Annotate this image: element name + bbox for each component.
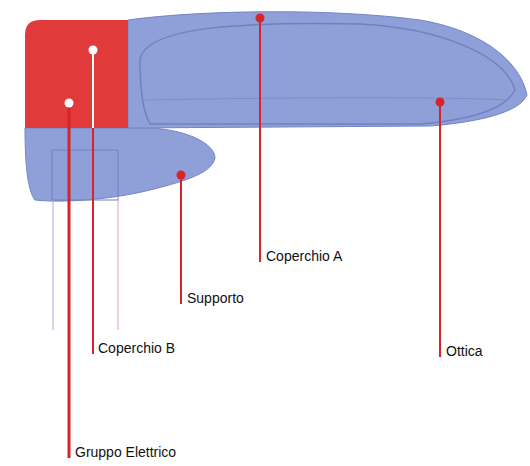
- callout-dot: [436, 98, 445, 107]
- part-label: Coperchio A: [265, 248, 343, 264]
- leader-thin: [118, 200, 119, 330]
- electric-cover: [25, 20, 128, 128]
- leader-line: [439, 102, 441, 357]
- support-body: [25, 128, 215, 201]
- cover-body: [128, 12, 527, 128]
- callout-dot: [177, 171, 186, 180]
- part-label: Supporto: [186, 290, 245, 306]
- leader-thin: [53, 200, 54, 330]
- part-label: Coperchio B: [97, 340, 176, 356]
- leader-line: [92, 128, 94, 354]
- leader-line: [68, 103, 71, 458]
- callout-dot: [256, 14, 265, 23]
- leader-line: [259, 18, 261, 262]
- electric-box: [52, 150, 118, 200]
- part-label: Gruppo Elettrico: [74, 444, 177, 460]
- leader-line: [180, 175, 182, 304]
- part-label: Ottica: [445, 343, 484, 359]
- callout-dot: [65, 99, 74, 108]
- callout-dot: [89, 46, 98, 55]
- optic-seam: [145, 98, 508, 100]
- optic-outline: [140, 24, 515, 124]
- leader-line: [92, 50, 94, 128]
